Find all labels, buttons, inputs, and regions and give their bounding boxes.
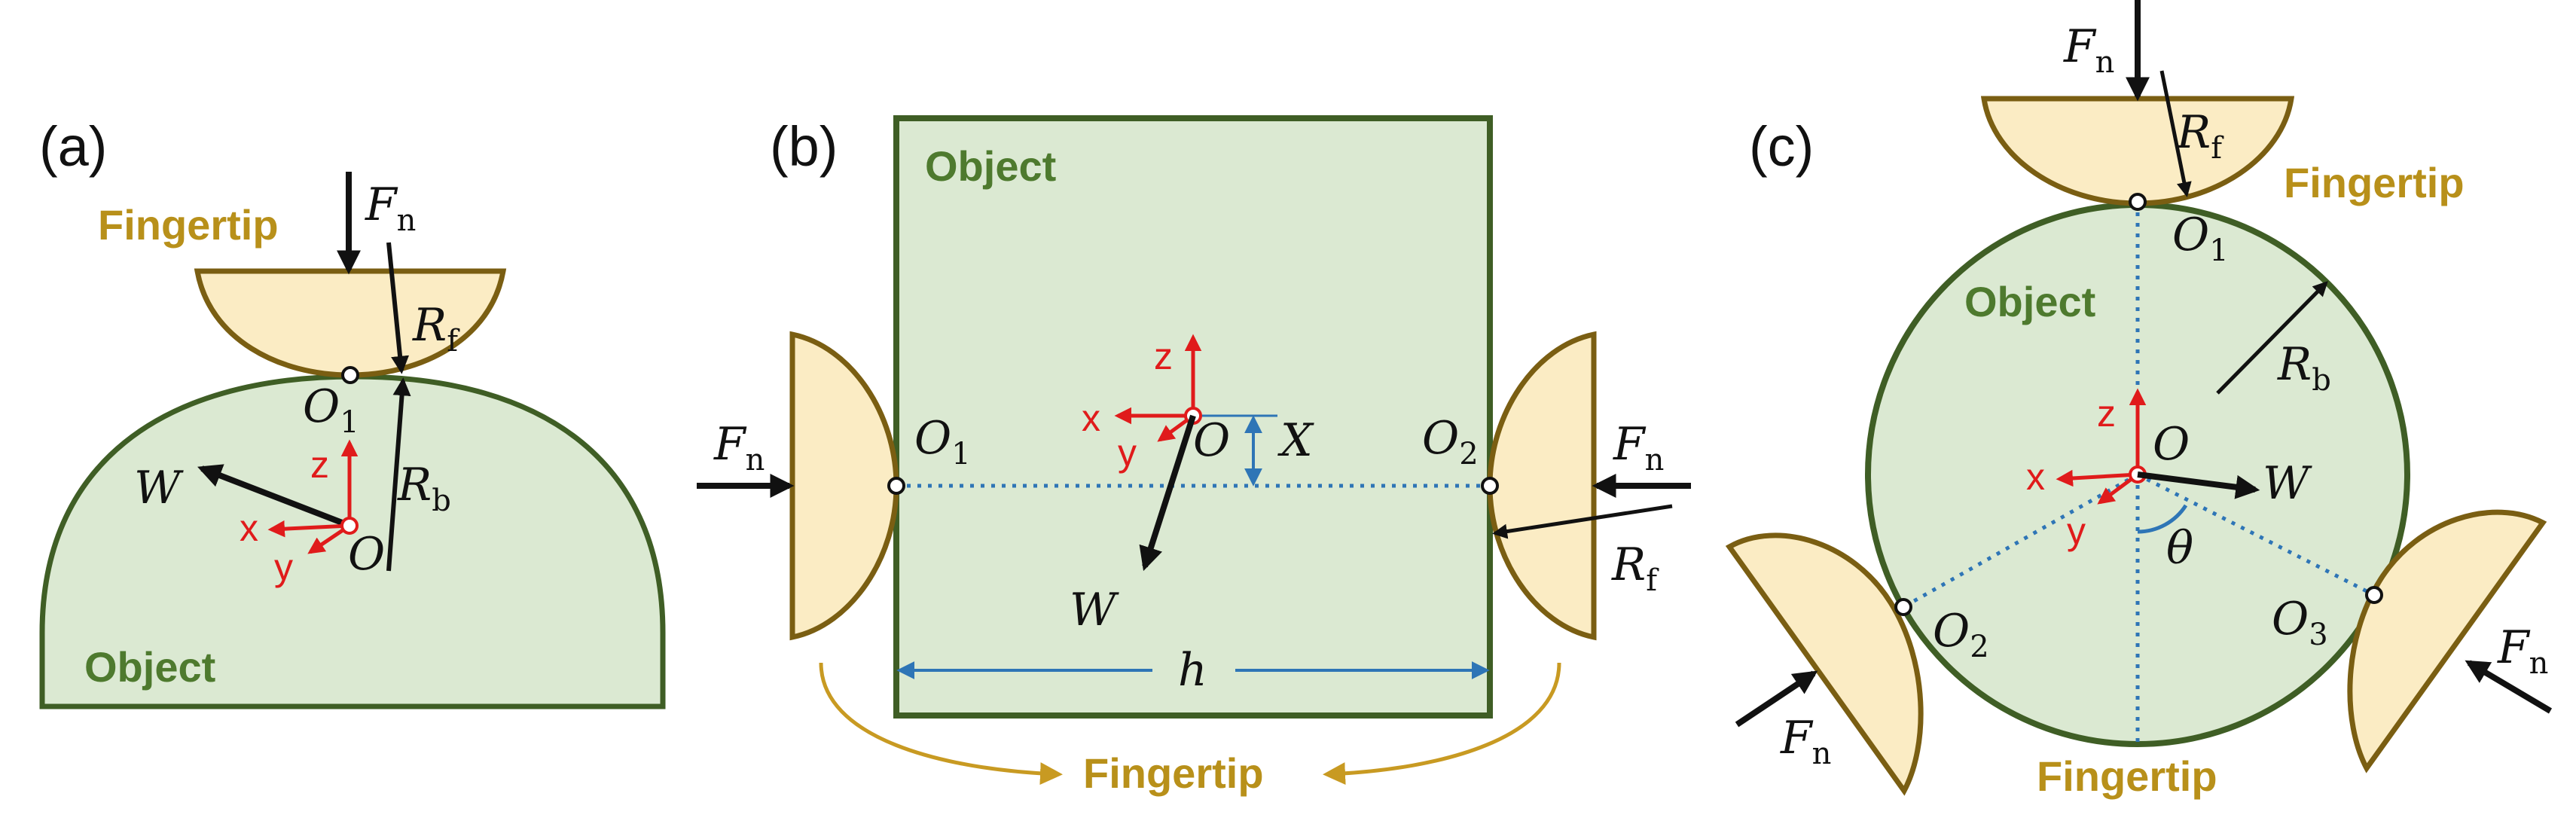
panel-b-contact-o2 (1481, 477, 1499, 495)
panel-a-x-axis (267, 520, 350, 538)
panel-a-w-arrow (197, 464, 349, 528)
panel-a-rf-arrow (386, 242, 410, 374)
panel-c-fn-left-label: Fn (1780, 712, 1831, 771)
panel-b-o1-label: O1 (914, 412, 971, 471)
panel-c-object-label: Object (1964, 278, 2095, 325)
panel-c-z-label: z (2097, 392, 2116, 435)
panel-c-theta-label: θ (2166, 522, 2193, 575)
panel-c-o-label: O (2153, 418, 2190, 471)
panel-c-rb-arrow (2216, 281, 2328, 395)
panel-c-rb-label: Rb (2277, 338, 2331, 398)
panel-a-x-label: x (240, 507, 258, 549)
panel-c-x-axis (2056, 469, 2138, 487)
panel-c-top-fingertip (1980, 96, 2295, 206)
panel-c-fingertip-bottom-label: Fingertip (2037, 752, 2217, 800)
panel-b-o2-label: O2 (1422, 412, 1479, 471)
panel-c-w-arrow (2137, 471, 2260, 499)
panel-a-o-label: O (348, 528, 385, 581)
panel-b-h-label: h (1178, 644, 1207, 697)
panel-a-origin-o (340, 517, 359, 535)
panel-b-fn-right-label: Fn (1613, 418, 1664, 477)
panel-a-rb-arrow (386, 377, 411, 572)
panel-c-contact-o1 (2129, 193, 2147, 211)
panel-c-y-label: y (2067, 510, 2086, 552)
panel-c-label: (c) (1749, 115, 1814, 178)
panel-a-z-label: z (310, 444, 329, 486)
panel-c-rf-label: Rf (2176, 106, 2224, 166)
panel-a-label: (a) (39, 115, 107, 178)
panel-b-o-label: O (1193, 414, 1230, 467)
panel-c-fn-left-arrow (1735, 670, 1818, 728)
panel-c-radial-o3 (2136, 472, 2376, 597)
panel-b-contact-o1 (887, 477, 905, 495)
panel-a-fingertip-shape (194, 268, 507, 378)
panel-b-object-label: Object (925, 142, 1056, 190)
panel-c-o3-label: O3 (2272, 593, 2328, 652)
panel-a-o1-label: O1 (303, 380, 359, 440)
panel-a-rf-label: Rf (412, 299, 460, 359)
panel-a: (a) Object Fingertip Fn Rf Rb O1 W z x y… (39, 115, 666, 709)
panel-c-o1-label: O1 (2172, 209, 2229, 268)
panel-a-object-label: Object (84, 643, 215, 691)
panel-c-right-fingertip (2347, 509, 2547, 773)
panel-b-label: (b) (770, 115, 838, 178)
panel-c-fn-right-arrow (2465, 660, 2553, 714)
panel-c-w-label: W (2263, 457, 2312, 510)
panel-b: (b) Object O1 O2 Fn Fn Rf z x y O (697, 115, 1691, 797)
panel-c-left-fingertip (1725, 532, 1924, 796)
panel-c-theta-arc (2137, 504, 2188, 534)
panel-c-fn-right-label: Fn (2497, 621, 2548, 681)
panel-b-fingertip-arrow-left (819, 662, 1063, 786)
panel-a-rb-label: Rb (397, 459, 451, 518)
panel-b-right-fingertip (1487, 331, 1597, 641)
panel-c-contact-o3 (2365, 586, 2383, 604)
panel-b-left-fingertip (789, 331, 899, 641)
panel-a-w-label: W (134, 462, 184, 514)
panel-c-fn-top-label: Fn (2063, 20, 2114, 80)
panel-b-rf-arrow (1492, 504, 1673, 539)
panel-a-contact-o1 (341, 366, 359, 384)
panel-b-z-label: z (1154, 335, 1173, 377)
panel-c-rf-arrow (2159, 70, 2192, 197)
panel-c: (c) Object θ O1 O2 O3 Fn Rf Fingertip (1725, 0, 2553, 800)
panel-c-x-label: x (2026, 456, 2045, 498)
panel-c-o2-label: O2 (1933, 605, 1989, 664)
panel-b-rf-label: Rf (1611, 539, 1659, 598)
panel-a-fingertip-label: Fingertip (98, 201, 279, 249)
panel-b-x-dim-label: X (1277, 414, 1314, 467)
panel-c-fingertip-top-label: Fingertip (2284, 159, 2465, 206)
panel-b-w-arrow (1139, 414, 1196, 572)
panel-c-contact-o2 (1894, 598, 1912, 616)
panel-b-w-label: W (1070, 584, 1119, 636)
panel-a-y-label: y (274, 546, 293, 588)
panel-b-y-label: y (1118, 432, 1137, 474)
panel-a-fn-label: Fn (365, 178, 416, 238)
panel-b-fn-left-label: Fn (713, 418, 765, 477)
panel-b-fingertip-arrow-right (1323, 662, 1561, 786)
panel-b-x-label: x (1082, 397, 1100, 439)
panel-b-fingertip-label: Fingertip (1083, 749, 1264, 797)
